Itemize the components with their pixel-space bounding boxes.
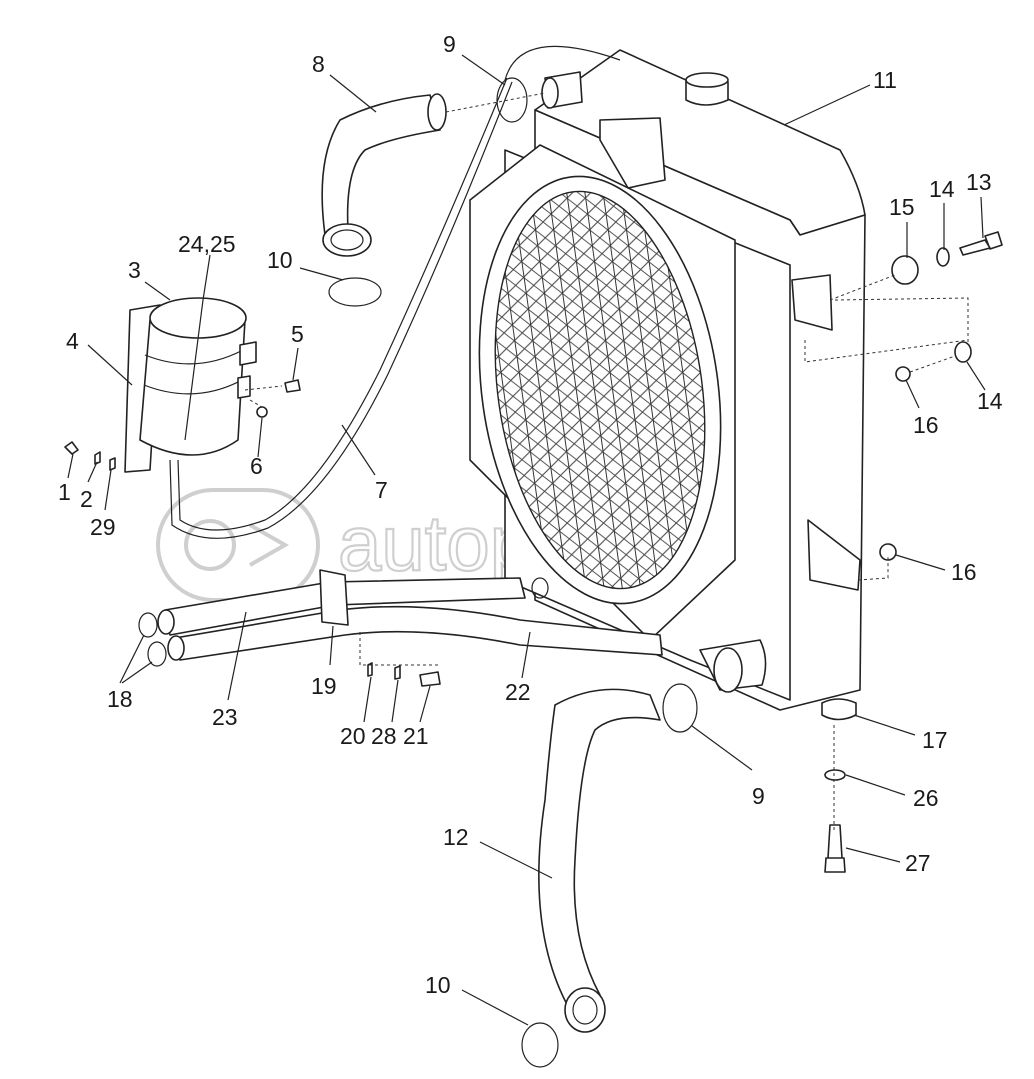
callout-14-lower: 14	[977, 388, 1003, 414]
callout-18: 18	[107, 686, 133, 712]
clamp-18-b	[147, 641, 167, 667]
autopiter-logo-icon	[156, 488, 320, 602]
callout-28: 28	[371, 723, 397, 749]
callout-26: 26	[913, 785, 939, 811]
callout-3: 3	[128, 257, 141, 283]
callout-8: 8	[312, 51, 325, 77]
clamp-18-a	[138, 612, 158, 638]
callout-11: 11	[873, 67, 897, 93]
callout-20: 20	[340, 723, 366, 749]
bolt-27	[824, 824, 846, 873]
nut-16-upper	[895, 366, 911, 382]
callout-27: 27	[905, 850, 931, 876]
callouts: 8 9 11 10 24,25 3 5 4 6 15 14 13 16 14 1…	[58, 31, 1003, 998]
clamp-10-lower	[521, 1022, 559, 1068]
callout-16-upper: 16	[913, 412, 939, 438]
callout-17: 17	[922, 727, 948, 753]
washer-14-upper	[936, 247, 950, 267]
bushing-15	[891, 255, 919, 285]
callout-10-top: 10	[267, 247, 293, 273]
callout-1: 1	[58, 479, 71, 505]
bolt-13	[959, 231, 1003, 256]
callout-15: 15	[889, 194, 915, 220]
clamp-10-upper	[328, 277, 382, 307]
callout-9-top: 9	[443, 31, 456, 57]
upper-hose	[321, 94, 441, 236]
mount-17	[821, 698, 857, 721]
callout-2: 2	[80, 486, 93, 512]
lower-hose	[538, 688, 661, 1011]
callout-24-25: 24,25	[178, 231, 236, 257]
callout-7: 7	[375, 477, 388, 503]
callout-29: 29	[90, 514, 116, 540]
callout-5: 5	[291, 321, 304, 347]
callout-19: 19	[311, 673, 337, 699]
expansion-tank	[124, 297, 257, 473]
radiator	[469, 49, 866, 711]
callout-22: 22	[505, 679, 531, 705]
callout-21: 21	[403, 723, 429, 749]
callout-13: 13	[966, 169, 992, 195]
clamp-9-lower	[662, 683, 698, 733]
callout-6: 6	[250, 453, 263, 479]
callout-12: 12	[443, 824, 469, 850]
callout-9-lower: 9	[752, 783, 765, 809]
callout-10-bottom: 10	[425, 972, 451, 998]
callout-16-lower: 16	[951, 559, 977, 585]
callout-23: 23	[212, 704, 238, 730]
clamp-9-upper	[496, 77, 528, 123]
pipe-22	[174, 605, 663, 661]
callout-4: 4	[66, 328, 79, 354]
callout-14-upper: 14	[929, 176, 955, 202]
leader-lines	[67, 54, 986, 1026]
washer-26	[824, 769, 846, 781]
washer-14-lower	[954, 341, 972, 363]
